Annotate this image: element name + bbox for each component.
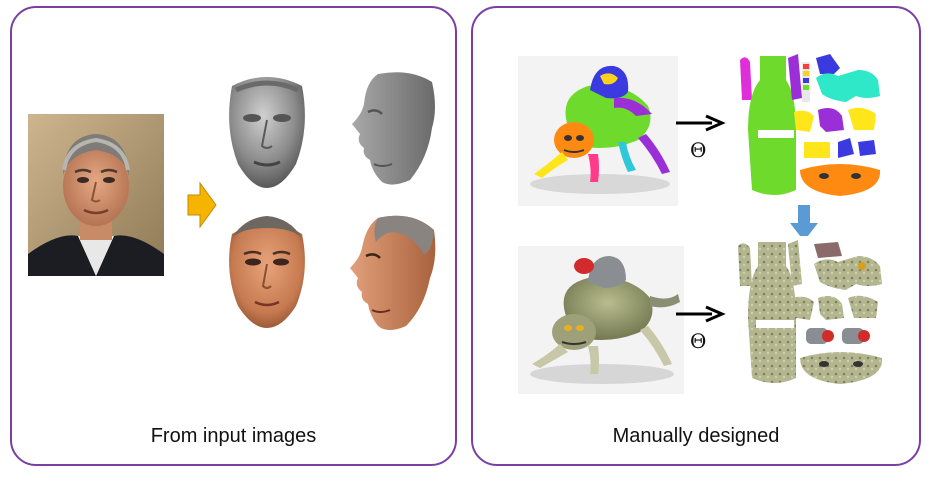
face-geometry-profile: [352, 72, 435, 185]
portrait-photo: [28, 114, 164, 276]
theta-symbol: Θ: [690, 329, 707, 353]
right-arrow-icon: [676, 305, 726, 323]
segmented-uv-layout: [730, 50, 890, 200]
blue-down-arrow-icon: [790, 205, 818, 241]
textured-creature-model: [518, 246, 684, 394]
segmented-creature-model: [518, 56, 678, 206]
right-arrow-icon: [676, 114, 726, 132]
yellow-arrow-icon: [187, 181, 217, 229]
textured-uv-layout: [730, 236, 894, 388]
face-texture-frontal: [229, 216, 305, 328]
caption-manually-designed: Manually designed: [612, 425, 780, 447]
caption-from-input-images: From input images: [150, 425, 317, 447]
theta-symbol: Θ: [690, 138, 707, 162]
face-texture-profile: [350, 215, 436, 330]
face-geometry-frontal: [229, 77, 305, 188]
